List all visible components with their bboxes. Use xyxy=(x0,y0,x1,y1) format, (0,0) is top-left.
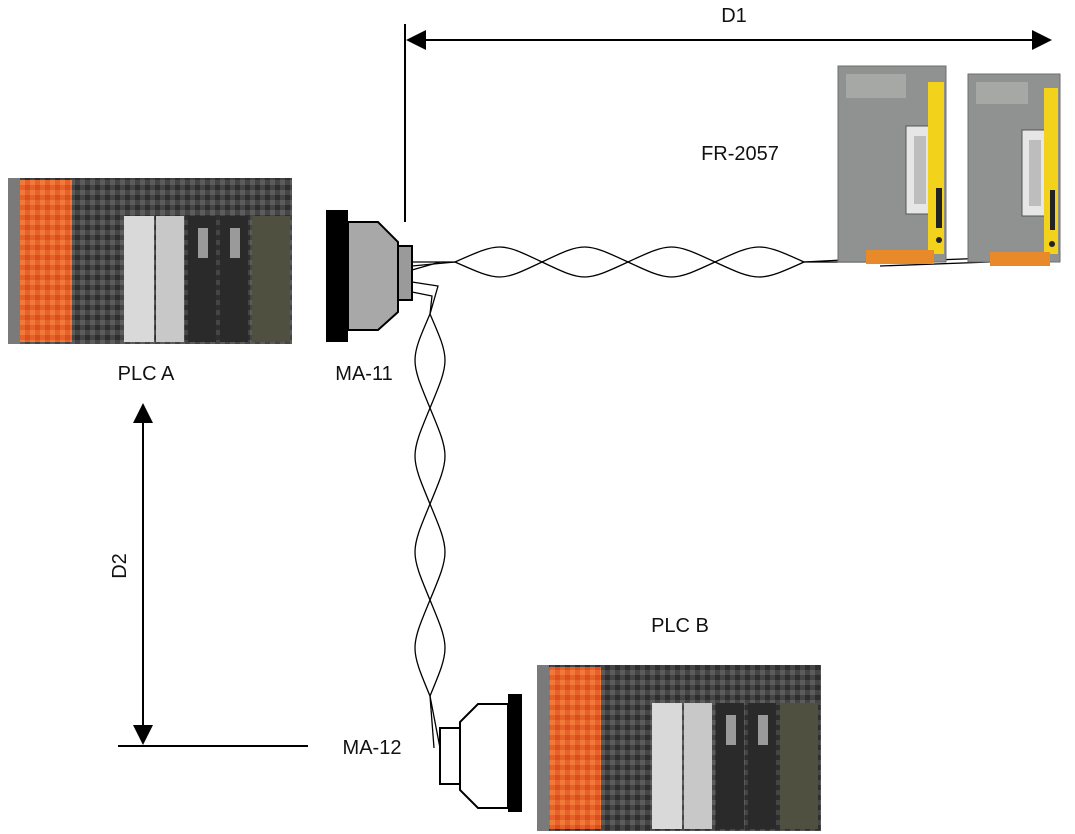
twisted-pair-vertical xyxy=(411,281,446,749)
d1-label: D1 xyxy=(721,5,747,27)
plc-a xyxy=(8,178,292,344)
d1-dimension: D1 xyxy=(404,5,1052,222)
plc-b xyxy=(537,665,821,831)
ma-12-connector xyxy=(439,694,522,812)
ma-11-label: MA-11 xyxy=(335,363,392,385)
plc-b-label: PLC B xyxy=(651,615,709,637)
d2-label: D2 xyxy=(109,553,131,579)
fr-2057-module-1 xyxy=(837,65,947,264)
fr-2057-module-2 xyxy=(967,73,1061,266)
ma-11-connector xyxy=(326,210,413,342)
d2-dimension: D2 xyxy=(109,403,308,747)
ma-12-label: MA-12 xyxy=(343,737,402,759)
plc-a-label: PLC A xyxy=(118,363,175,385)
fr-2057-label: FR-2057 xyxy=(701,143,779,165)
